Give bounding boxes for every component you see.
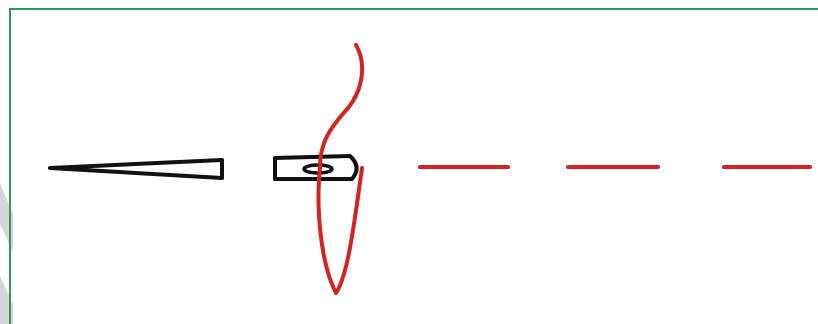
watermark-shape-bottom <box>0 276 13 324</box>
needle-tip <box>48 158 224 180</box>
diagram-frame <box>9 8 818 324</box>
watermark-shape-top <box>0 183 13 252</box>
thread-loop <box>316 43 365 295</box>
